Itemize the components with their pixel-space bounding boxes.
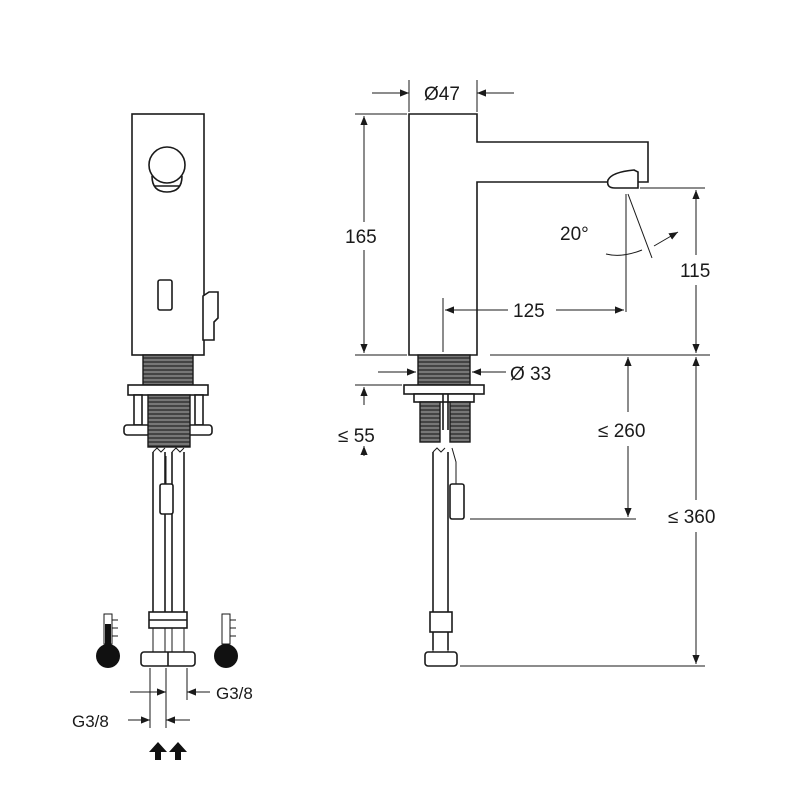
side-view: Ø47 165 20° 125 115 Ø 33 ≤ 55 (338, 80, 715, 667)
label-body-height: 165 (345, 227, 377, 248)
label-shank-diameter: Ø 33 (510, 364, 551, 385)
label-spout-reach: 125 (513, 301, 545, 322)
indicator-window (157, 279, 173, 311)
water-inlet-arrows-icon (149, 742, 187, 760)
label-counter-thickness: ≤ 55 (338, 426, 375, 447)
side-shank-top (417, 354, 471, 386)
label-hose-length: ≤ 360 (668, 507, 715, 528)
side-mount-plate (403, 384, 485, 395)
front-shank-top (142, 354, 194, 386)
cold-water-thermometer-icon (214, 613, 238, 668)
label-connection-left: G3/8 (72, 712, 109, 731)
front-shank-bottom (147, 394, 191, 448)
label-spout-angle: 20° (560, 224, 589, 245)
hot-water-thermometer-icon (96, 613, 120, 668)
front-view: G3/8 G3/8 (72, 113, 253, 760)
side-hose-nut (424, 651, 458, 667)
side-cable-connector (449, 483, 465, 520)
front-mount-plate (127, 384, 209, 396)
side-lever (202, 291, 219, 341)
front-body (131, 113, 205, 356)
label-connection-right: G3/8 (216, 684, 253, 703)
label-spout-diameter: Ø47 (424, 84, 460, 105)
label-outlet-height: 115 (680, 261, 710, 282)
sensor-eye-lip (151, 175, 183, 193)
label-cable-length: ≤ 260 (598, 421, 645, 442)
spout-tip (606, 169, 639, 189)
front-cable-connector (159, 483, 174, 515)
front-clamp-left (123, 424, 151, 436)
sensor-eye (148, 146, 186, 184)
